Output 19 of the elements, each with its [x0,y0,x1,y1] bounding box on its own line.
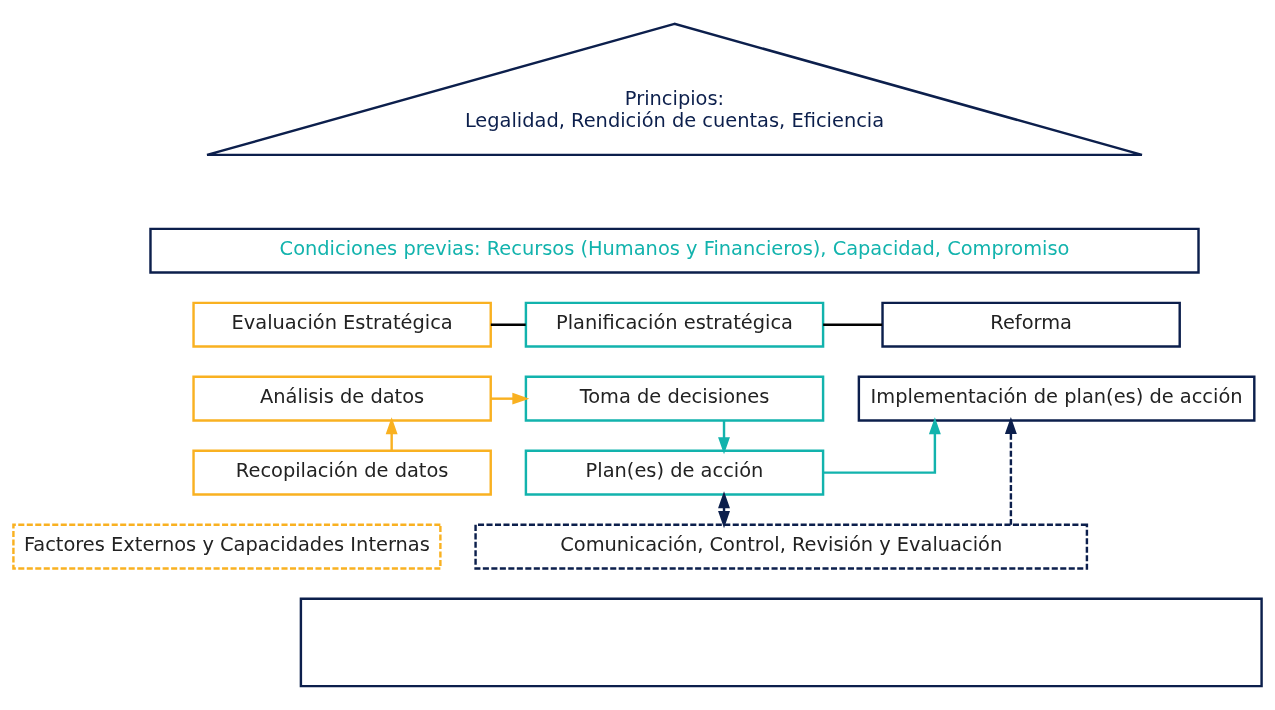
arrow [385,417,398,451]
connector [490,323,526,326]
node-box: Condiciones previas: Recursos (Humanos y Financieros), Capacidad, Compromiso [149,227,1200,274]
node-box: Reforma [881,301,1181,348]
node-box: Comunicación, Control, Revisión y Evaluación [474,523,1089,570]
arrow [490,392,530,405]
node-box: Evaluación Estratégica [192,301,492,348]
node-box: Análisis de datos [192,375,492,422]
node-box: Plan(es) de acción [524,449,825,496]
arrow [823,417,941,474]
node-box: Implementación de plan(es) de acción [857,375,1256,422]
arrow [1004,416,1017,525]
arrow [718,491,730,529]
node-box: Factores Externos y Capacidades Internas [12,523,442,570]
node-box: Toma de decisiones [524,375,825,422]
node-box: Planificación estratégica [524,301,825,348]
node-box [299,597,1263,688]
connector [823,323,883,326]
node-box: Recopilación de datos [192,449,492,496]
